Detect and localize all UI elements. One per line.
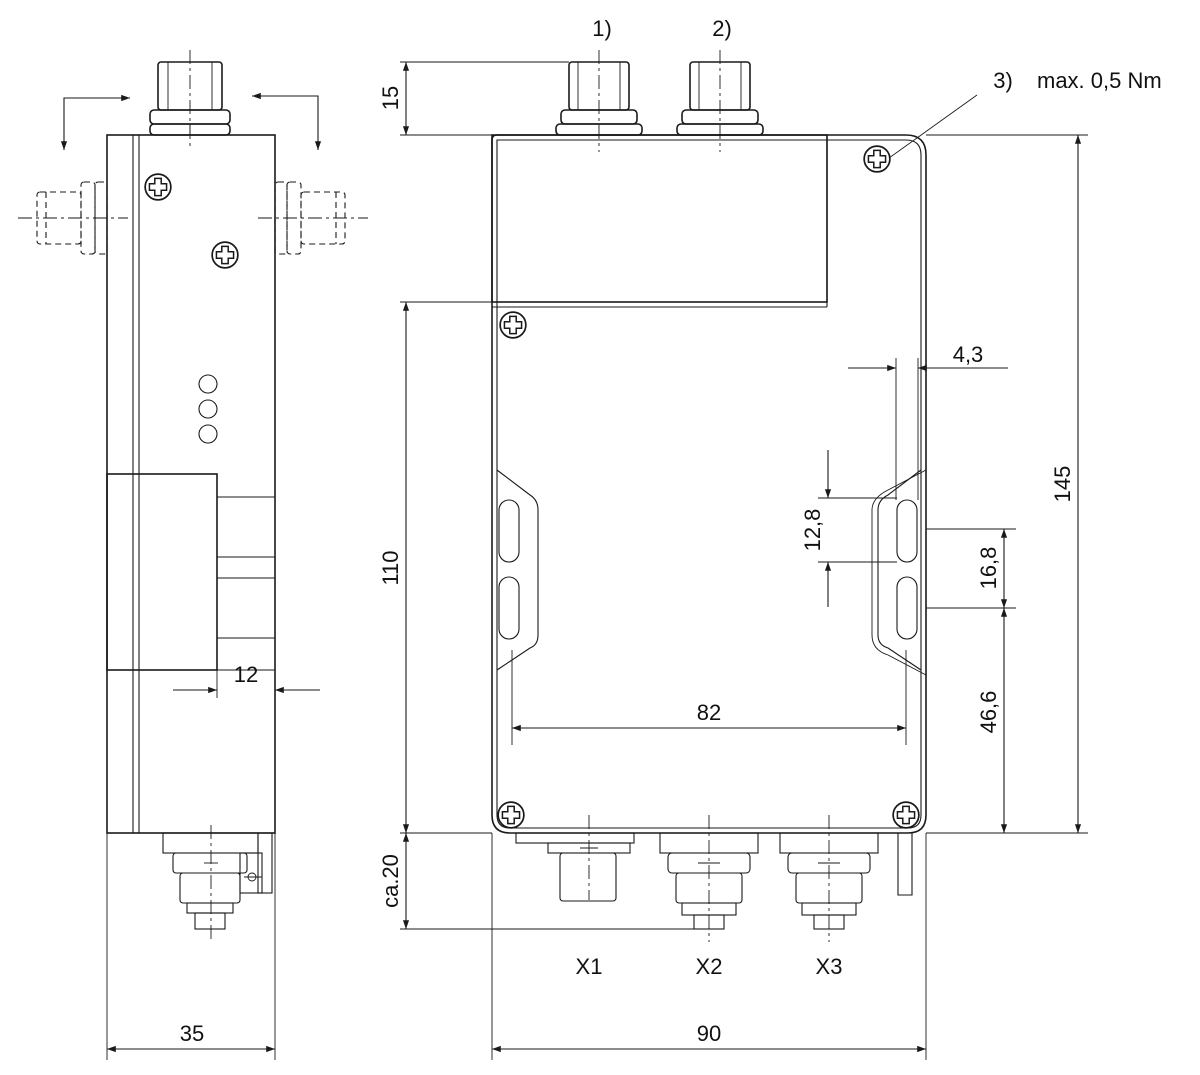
dim-46-6: 46,6 (976, 691, 1001, 734)
side-view-body (106, 134, 276, 834)
dim-12: 12 (234, 662, 258, 687)
screw-icon (863, 145, 891, 173)
led-icon (198, 424, 218, 444)
side-view: 12 35 (18, 50, 368, 1060)
dim-110: 110 (378, 550, 403, 585)
dim-4-3: 4,3 (953, 342, 984, 367)
dim-15: 15 (378, 86, 403, 110)
note-2: 2) (712, 16, 732, 41)
screw-icon (499, 311, 527, 339)
note-1: 1) (592, 16, 612, 41)
screw-icon (892, 801, 920, 829)
dim-35: 35 (180, 1021, 204, 1046)
side-top-connector (149, 50, 231, 150)
front-bottom-connector-x2 (659, 815, 759, 942)
rotation-arrow-right (252, 92, 322, 150)
dim-90: 90 (697, 1021, 721, 1046)
front-label-plate (491, 134, 828, 303)
front-view: X1 X2 X3 1) 2) 3) max. 0,5 Nm 15 110 ca.… (378, 16, 1162, 1060)
led-icon (198, 374, 218, 394)
front-top-connector-1 (555, 50, 643, 152)
dim-82: 82 (697, 700, 721, 725)
screw-icon (144, 173, 172, 201)
side-right-connector-dashed (258, 181, 368, 255)
side-mounting-bracket (106, 473, 218, 671)
front-bottom-connector-x3 (779, 815, 913, 942)
note-3-text: max. 0,5 Nm (1037, 68, 1162, 93)
dim-16-8: 16,8 (976, 547, 1001, 590)
front-top-connector-2 (676, 50, 764, 152)
connector-label-x3: X3 (816, 954, 843, 979)
side-left-connector-dashed (18, 181, 128, 255)
dim-145: 145 (1050, 466, 1075, 503)
dim-ca-20: ca.20 (378, 854, 403, 908)
note-3: 3) (993, 68, 1013, 93)
dim-12-8: 12,8 (800, 509, 825, 552)
connector-label-x1: X1 (576, 954, 603, 979)
connector-label-x2: X2 (696, 954, 723, 979)
side-bottom-connector (162, 825, 273, 940)
rotation-arrow-left (60, 94, 130, 150)
screw-icon (497, 801, 525, 829)
front-bottom-connector-x1 (515, 815, 635, 902)
note-3-leader (888, 94, 978, 159)
screw-icon (211, 241, 239, 269)
led-icon (198, 399, 218, 419)
